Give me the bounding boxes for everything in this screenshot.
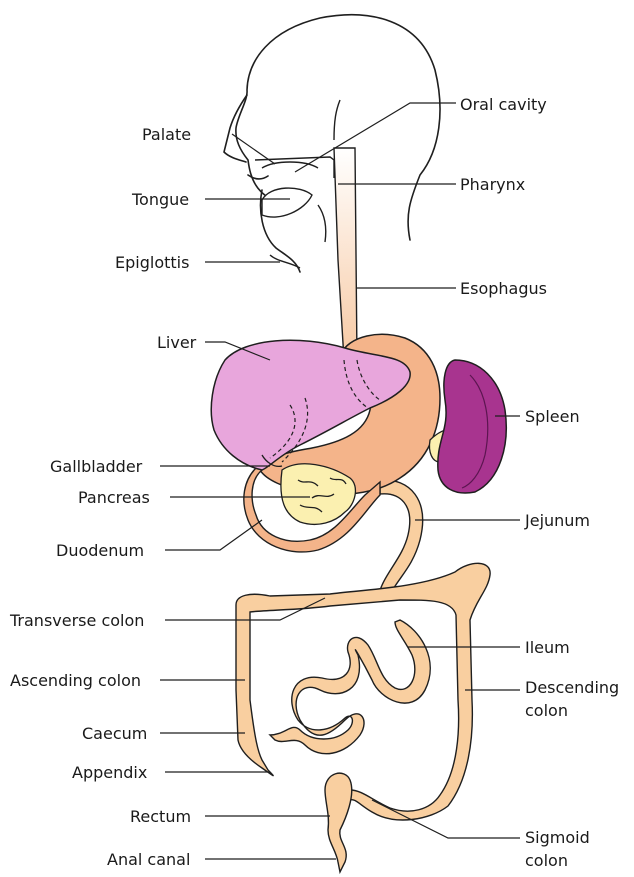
label-epiglottis: Epiglottis [115, 253, 189, 272]
label-anal-canal: Anal canal [107, 850, 190, 869]
oral-pharynx [255, 157, 334, 268]
label-tongue: Tongue [131, 190, 189, 209]
label-sigmoid-colon-line1: Sigmoid [525, 828, 590, 847]
label-gallbladder: Gallbladder [50, 457, 143, 476]
head-outline [224, 15, 440, 272]
label-jejunum: Jejunum [524, 511, 590, 530]
label-esophagus: Esophagus [460, 279, 547, 298]
leader-duodenum [165, 520, 262, 550]
label-spleen: Spleen [525, 407, 580, 426]
label-sigmoid-colon-line2: colon [525, 851, 568, 870]
label-ascending-colon: Ascending colon [10, 671, 141, 690]
leader-oral-cavity [295, 103, 456, 172]
rectum [325, 773, 352, 872]
label-descending-colon-line1: Descending [525, 678, 619, 697]
label-palate: Palate [142, 125, 191, 144]
label-rectum: Rectum [130, 807, 191, 826]
label-caecum: Caecum [82, 724, 147, 743]
label-duodenum: Duodenum [56, 541, 144, 560]
label-transverse-colon: Transverse colon [9, 611, 144, 630]
label-ileum: Ileum [525, 638, 570, 657]
label-liver: Liver [157, 333, 197, 352]
label-descending-colon-line2: colon [525, 701, 568, 720]
label-pharynx: Pharynx [460, 175, 525, 194]
label-oral-cavity: Oral cavity [460, 95, 547, 114]
label-appendix: Appendix [72, 763, 147, 782]
label-pancreas: Pancreas [78, 488, 150, 507]
colon [236, 563, 490, 820]
esophagus [334, 148, 357, 360]
spleen [438, 360, 506, 493]
